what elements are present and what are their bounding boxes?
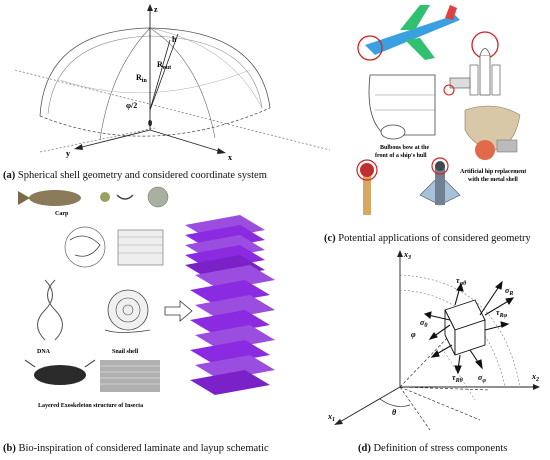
svg-text:x3: x3 xyxy=(403,250,411,261)
axis-y-label: y xyxy=(66,149,70,158)
hip-joint-image xyxy=(464,105,521,160)
caption-a: (a) Spherical shell geometry and conside… xyxy=(3,170,267,182)
airplane-nose-highlight xyxy=(357,35,383,61)
theta-label-d: θ xyxy=(392,408,397,417)
caption-d: (d) Definition of stress components xyxy=(358,443,507,455)
space-shuttle-image xyxy=(469,31,501,96)
svg-text:Rin: Rin xyxy=(136,73,147,84)
axis-x1-sub: 1 xyxy=(332,417,335,423)
sigma-phi-sub: φ xyxy=(482,378,486,384)
panel-c-figure: Bulbous bow at the front of a ship's hul… xyxy=(345,0,550,228)
svg-text:τRθ: τRθ xyxy=(452,373,464,384)
caption-a-text: Spherical shell geometry and considered … xyxy=(15,170,267,181)
bulbous-label-2: front of a ship's hull xyxy=(375,153,427,159)
panel-a-figure: z x y h Rout Rin φ/2 θ xyxy=(0,0,340,165)
missile-image xyxy=(419,157,461,206)
svg-text:x1: x1 xyxy=(327,412,335,423)
caption-c-letter: (c) xyxy=(324,233,336,244)
shrimp-sketch-image xyxy=(64,226,106,268)
dna-image xyxy=(37,279,53,341)
svg-text:τφθ: τφθ xyxy=(456,276,467,287)
airplane-image xyxy=(365,5,460,60)
svg-text:σθ: σθ xyxy=(420,318,428,329)
axis-x3-sub: 3 xyxy=(407,255,411,261)
r-in-label: R xyxy=(136,73,142,82)
caption-d-text: Definition of stress components xyxy=(370,443,508,454)
snail-label: Snail shell xyxy=(112,349,139,355)
hip-label-2: with the metal shell xyxy=(468,177,518,183)
panel-d-figure: x3 x2 x1 θ φ xyxy=(310,245,550,440)
bio-inspiration-diagram: Carp DNA Snail shell xyxy=(18,186,275,409)
hip-label-1: Artificial hip replacement xyxy=(460,169,526,175)
phi-label: φ/2 xyxy=(126,101,137,110)
sigma-r-sub: R xyxy=(508,291,513,297)
tau-r-theta-label: τ xyxy=(452,373,456,382)
caption-d-letter: (d) xyxy=(358,443,371,454)
axis-x3-label: x xyxy=(403,250,408,259)
axis-x-label: x xyxy=(228,153,232,162)
bulbous-label-1: Bulbous bow at the xyxy=(380,145,430,151)
snail-shell-image xyxy=(107,289,149,331)
tau-r-theta-sub: Rθ xyxy=(455,378,464,384)
beetle-image xyxy=(34,365,86,385)
sigma-r-label: σ xyxy=(505,286,510,295)
svg-text:x2: x2 xyxy=(531,372,539,383)
r-out-label: R xyxy=(157,60,163,69)
tau-phi-theta-label: τ xyxy=(456,276,460,285)
caption-b-text: Bio-inspiration of considered laminate a… xyxy=(15,443,269,454)
caption-b-letter: (b) xyxy=(3,443,16,454)
h-label: h xyxy=(172,35,177,44)
caption-c-text: Potential applications of considered geo… xyxy=(335,233,531,244)
svg-text:σR: σR xyxy=(505,286,513,297)
panel-b-figure: Carp DNA Snail shell xyxy=(0,185,290,415)
theta-label: θ xyxy=(148,119,152,128)
caption-b: (b) Bio-inspiration of considered lamina… xyxy=(3,443,269,455)
axis-z-label: z xyxy=(154,5,158,14)
r-out-sub: out xyxy=(163,65,171,71)
exoskeleton-label: Layered Exoskeleton structure of Insecta xyxy=(38,403,143,409)
svg-text:τRφ: τRφ xyxy=(496,308,508,319)
sigma-theta-label: σ xyxy=(420,318,425,327)
arrow-icon xyxy=(164,300,193,322)
phi-label-d: φ xyxy=(411,330,416,339)
sigma-theta-sub: θ xyxy=(424,323,428,329)
tau-r-phi-sub: Rφ xyxy=(499,313,508,319)
dna-label: DNA xyxy=(37,349,51,355)
applications-diagram: Bulbous bow at the front of a ship's hul… xyxy=(356,5,526,215)
carp-label: Carp xyxy=(55,211,69,217)
svg-text:Rout: Rout xyxy=(157,60,171,71)
tau-phi-theta-sub: φθ xyxy=(460,281,468,287)
stress-element xyxy=(444,299,486,356)
axis-x1-label: x xyxy=(327,412,332,421)
carp-fish-image xyxy=(29,190,81,206)
sigma-phi-label: σ xyxy=(478,373,483,382)
tau-r-phi-label: τ xyxy=(496,308,500,317)
ship-bow-image xyxy=(368,74,436,140)
helicoid-stack-large xyxy=(190,265,275,395)
probe-image xyxy=(356,159,378,215)
r-in-sub: in xyxy=(142,78,148,84)
stress-components-diagram: x3 x2 x1 θ φ xyxy=(327,250,540,431)
fiber-cube-image xyxy=(117,229,164,266)
satellite-image xyxy=(443,77,471,96)
spherical-shell-diagram: z x y h Rout Rin φ/2 θ xyxy=(14,4,331,162)
axis-x2-label: x xyxy=(531,372,536,381)
caption-a-letter: (a) xyxy=(3,170,16,181)
exoskeleton-micrograph-image xyxy=(100,360,160,392)
axis-x2-sub: 2 xyxy=(535,377,539,383)
scale-image xyxy=(147,186,169,208)
caption-c: (c) Potential applications of considered… xyxy=(324,233,531,245)
svg-text:σφ: σφ xyxy=(478,373,486,384)
